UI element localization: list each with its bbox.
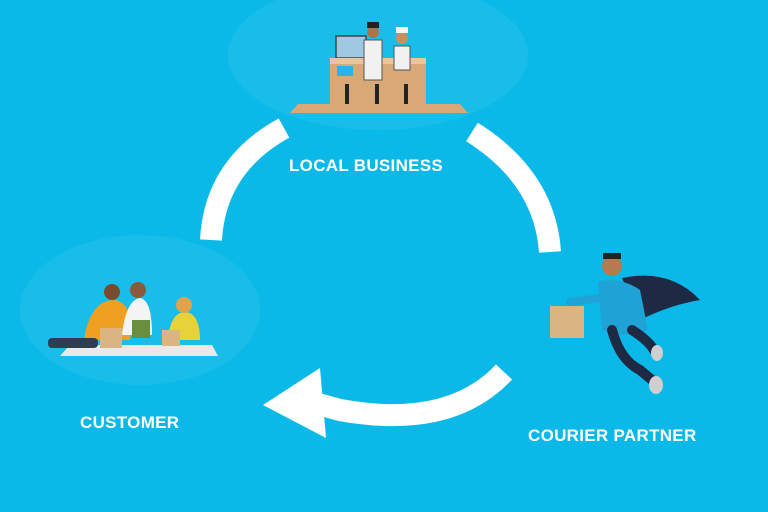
chef-left-head xyxy=(367,26,379,38)
courier-leg-2 xyxy=(627,325,659,355)
counter-wolt-sign xyxy=(337,66,353,76)
customer-bag-2 xyxy=(162,330,180,346)
arc-customer-to-business xyxy=(200,118,290,241)
customer-1-head xyxy=(104,284,120,300)
courier-hair xyxy=(603,253,621,259)
courier-shoe-2 xyxy=(651,345,663,361)
chef-right xyxy=(393,45,411,71)
customer-1-legs xyxy=(48,338,98,348)
customer-2-pants xyxy=(132,320,150,338)
stool-1 xyxy=(345,84,349,104)
customer-3-head xyxy=(176,297,192,313)
stool-3 xyxy=(404,84,408,104)
local-business-label: LOCAL BUSINESS xyxy=(289,156,444,175)
shop-floor xyxy=(290,104,468,113)
chef-left xyxy=(363,39,383,81)
courier-head xyxy=(602,256,622,276)
courier-bag xyxy=(550,306,584,338)
chef-left-hat xyxy=(367,22,379,28)
chef-right-head xyxy=(396,32,408,44)
courier-legs xyxy=(607,325,657,385)
stool-2 xyxy=(375,84,379,104)
courier-partner-label: COURIER PARTNER xyxy=(528,426,697,445)
courier-hoodie xyxy=(598,280,648,335)
chef-right-hat xyxy=(396,27,408,33)
arc-courier-to-customer xyxy=(315,364,513,427)
picnic-blanket xyxy=(60,345,218,356)
courier-shoe xyxy=(649,376,663,394)
customer-bag-1 xyxy=(100,328,122,348)
customer-2-head xyxy=(130,282,146,298)
courier-arm xyxy=(566,294,604,306)
customer-label: CUSTOMER xyxy=(80,413,180,432)
arc-business-to-courier xyxy=(466,122,561,253)
arrowhead-to-customer xyxy=(263,368,326,438)
